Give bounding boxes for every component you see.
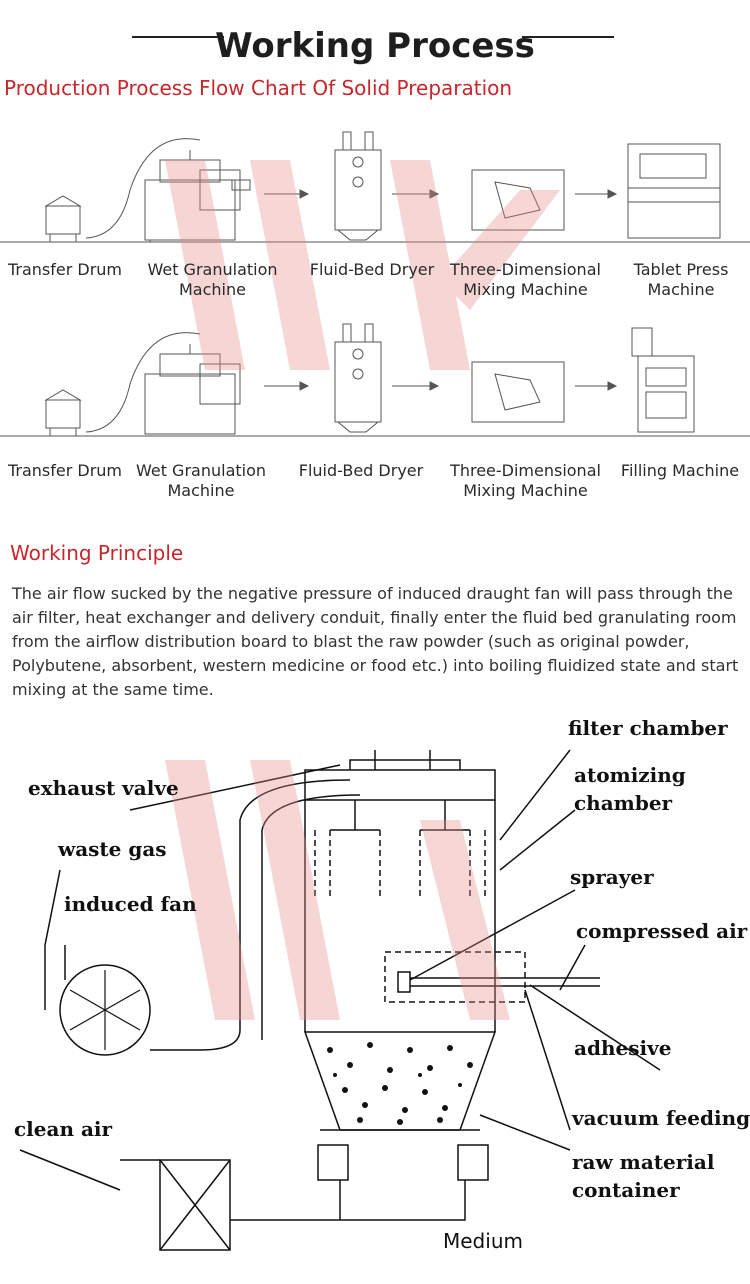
fluid-bed-diagram (19, 749, 661, 1251)
caption-mixing-machine-2: Three-Dimensional Mixing Machine (450, 461, 601, 500)
flow-chart-illustration (0, 131, 750, 437)
filter-bags (314, 800, 486, 900)
sprayer-nozzle (397, 971, 411, 993)
wet-granulation-machine-icon (144, 150, 251, 242)
filling-machine-icon (631, 327, 695, 433)
caption-transfer-drum: Transfer Drum (7, 260, 123, 279)
label-container: container (572, 1178, 680, 1202)
working-principle-text: The air flow sucked by the negative pres… (12, 584, 739, 699)
exhaust-duct-outer (150, 779, 351, 1051)
fluidized-particles (327, 1042, 473, 1125)
label-sprayer: sprayer (570, 865, 654, 889)
three-dimensional-mixer-icon-2 (471, 361, 565, 423)
caption-fluid-bed-dryer-2: Fluid-Bed Dryer (298, 461, 424, 480)
caption-filling-machine: Filling Machine (620, 461, 740, 480)
clean-air-filter (159, 1159, 231, 1251)
support-right (457, 1144, 489, 1181)
label-filter-chamber: filter chamber (568, 716, 728, 740)
caption-wet-granulation: Wet Granulation Machine (147, 260, 278, 299)
support-left (317, 1144, 349, 1181)
tablet-press-icon (627, 143, 721, 239)
watermark-logo-2 (165, 760, 510, 1020)
title-rule-right (522, 36, 614, 38)
label-compressed-air: compressed air (576, 919, 748, 943)
label-atomizing: atomizing (574, 763, 686, 787)
atomizing-chamber (384, 951, 526, 1003)
transfer-drum-icon (44, 195, 82, 242)
label-vacuum-feeding: vacuum feeding (572, 1106, 750, 1130)
fan-blades (69, 970, 141, 1050)
caption-fluid-bed-dryer: Fluid-Bed Dryer (309, 260, 435, 279)
flow-chart-heading: Production Process Flow Chart Of Solid P… (4, 76, 513, 100)
label-waste-gas: waste gas (58, 837, 167, 861)
label-chamber: chamber (574, 791, 673, 815)
filter-chamber-top (304, 769, 496, 801)
label-induced-fan: induced fan (64, 892, 197, 916)
caption-mixing-machine: Three-Dimensional Mixing Machine (450, 260, 601, 299)
page-title: Working Process (215, 26, 535, 66)
working-principle-heading: Working Principle (10, 541, 184, 565)
caption-transfer-drum-2: Transfer Drum (7, 461, 123, 480)
exhaust-valve (349, 750, 461, 770)
fluid-bed-dryer-icon-2 (334, 323, 382, 433)
section-title-bar: Working Process (0, 12, 750, 66)
label-exhaust-valve: exhaust valve (28, 776, 179, 800)
three-dimensional-mixer-icon (471, 169, 565, 231)
label-adhesive: adhesive (574, 1036, 672, 1060)
feed-curve (85, 138, 201, 239)
exhaust-duct-inner (261, 794, 361, 1040)
label-raw-material: raw material (572, 1150, 715, 1174)
wet-granulation-machine-icon-2 (144, 344, 241, 435)
watermark-logo (165, 160, 560, 370)
transfer-drum-icon-2 (44, 389, 82, 436)
title-rule-left (132, 36, 224, 38)
caption-wet-granulation-2: Wet Granulation Machine (135, 461, 267, 500)
feed-curve-2 (85, 332, 201, 433)
label-clean-air: clean air (14, 1117, 113, 1141)
raw-material-container (303, 1031, 497, 1131)
label-medium: Medium (443, 1229, 523, 1253)
induced-fan (59, 964, 151, 1056)
fluid-bed-dryer-icon (334, 131, 382, 241)
caption-tablet-press: Tablet Press Machine (633, 260, 729, 299)
